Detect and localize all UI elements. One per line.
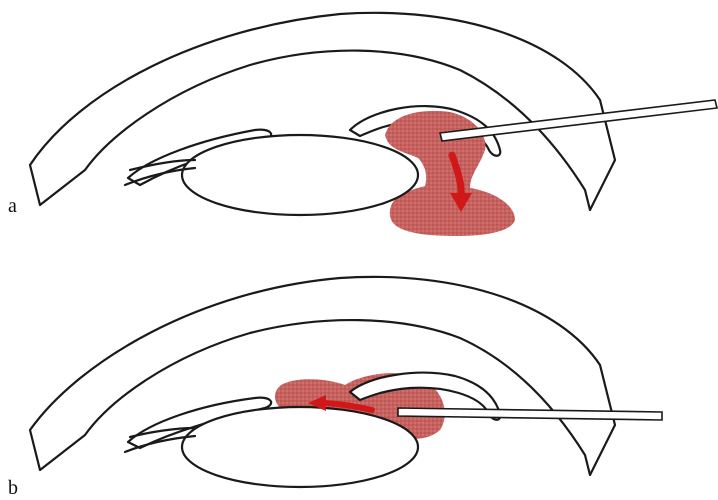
lens-b [182, 407, 418, 487]
panel-label-a: a [8, 195, 17, 217]
lens-a [182, 135, 418, 215]
panel-a: a [8, 13, 717, 236]
panel-label-b: b [8, 477, 18, 499]
panel-b: b [8, 277, 662, 499]
